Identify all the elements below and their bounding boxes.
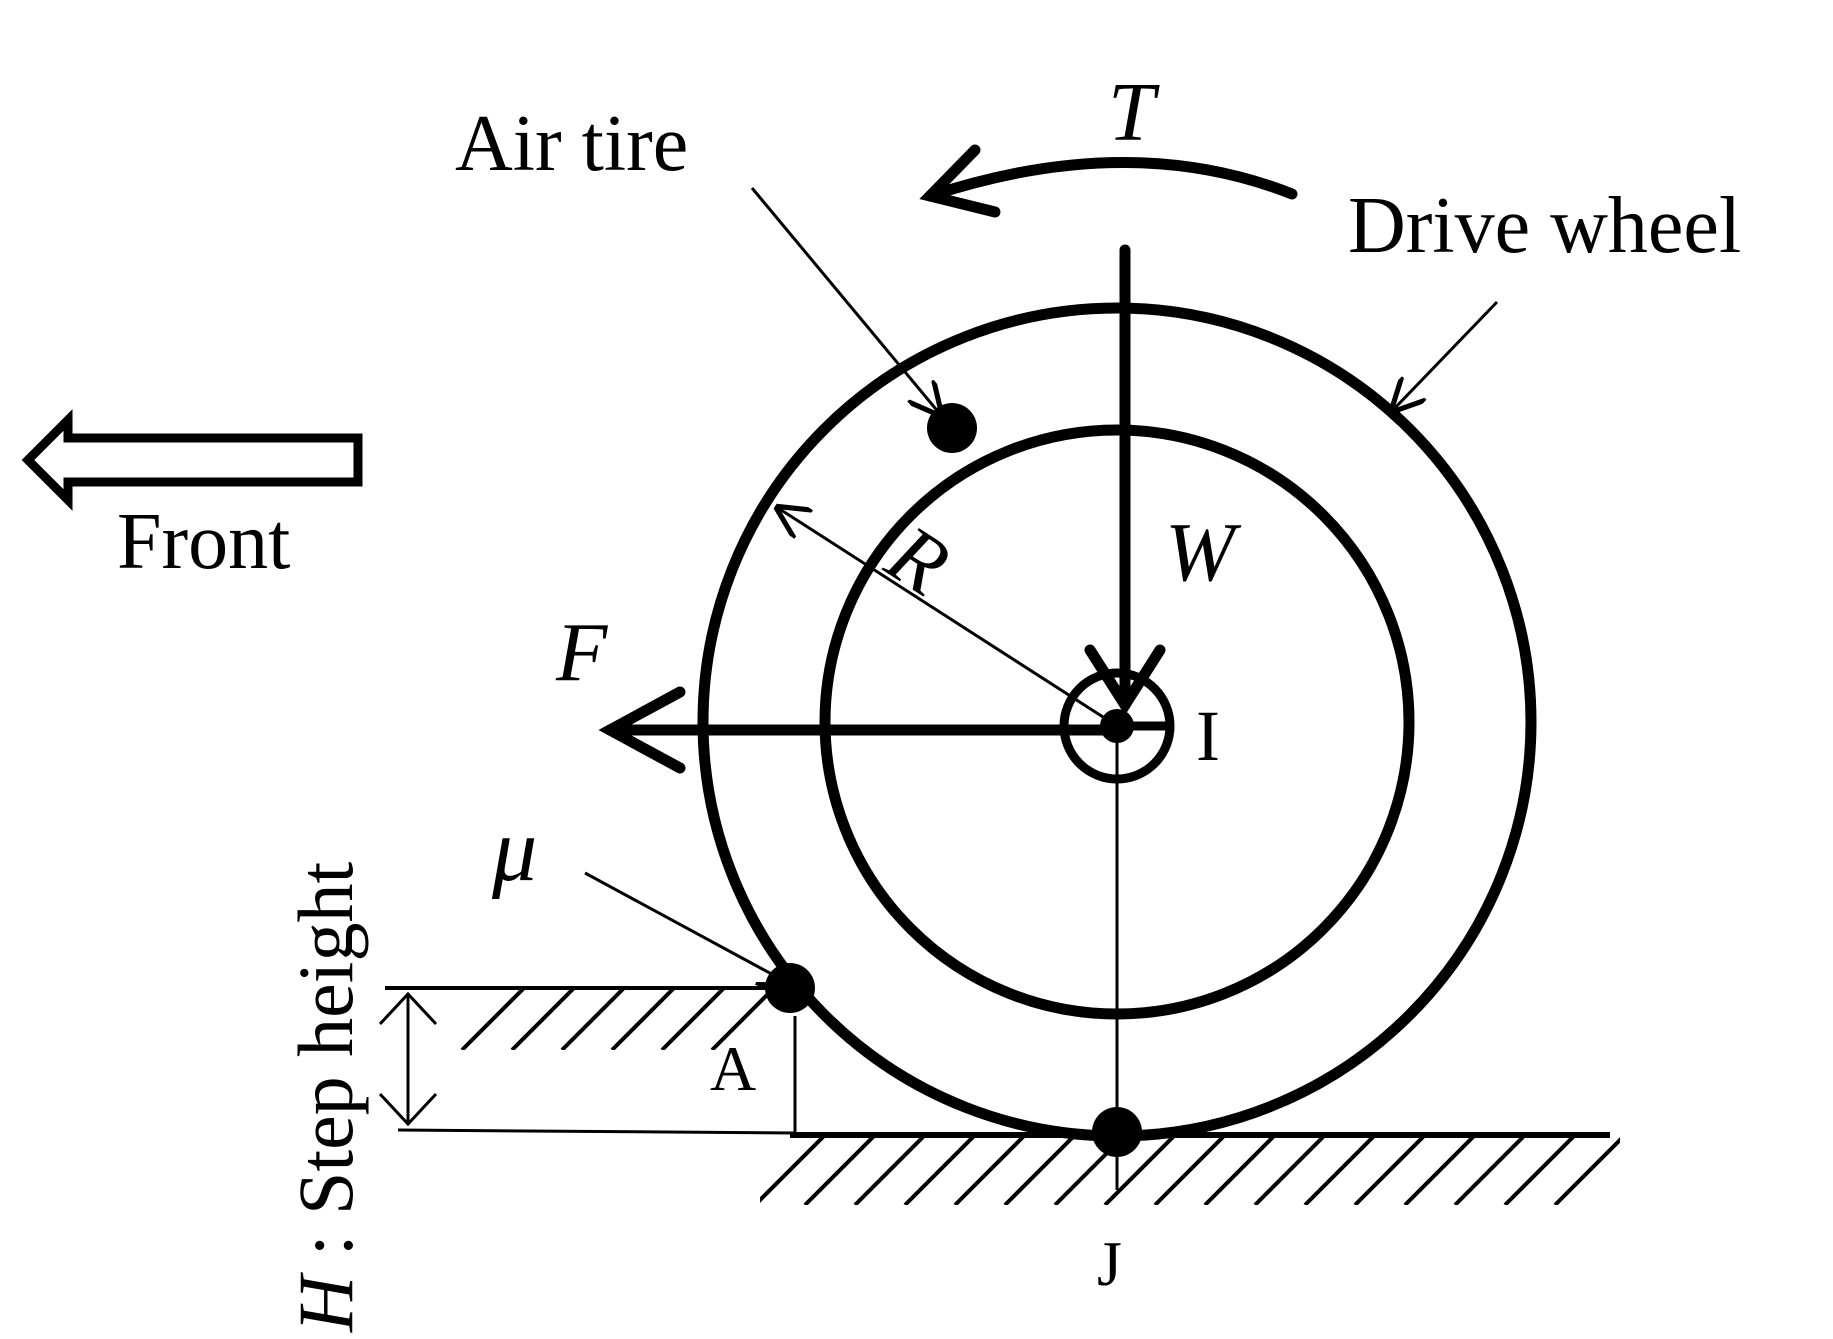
radius-label: R xyxy=(871,507,966,613)
contact-point-a xyxy=(765,963,815,1013)
air-tire-pointer xyxy=(750,187,940,414)
air-tire-point xyxy=(927,403,977,453)
radius-arrow xyxy=(778,508,1118,728)
front-direction-arrow xyxy=(21,409,363,511)
drive-wheel-pointer xyxy=(1393,300,1499,410)
force-label: F xyxy=(555,606,609,699)
weight-label: W xyxy=(1165,506,1242,599)
friction-label: μ xyxy=(491,801,537,900)
air-tire-label: Air tire xyxy=(455,100,688,188)
front-label: Front xyxy=(117,498,290,586)
step-height-symbol: H xyxy=(282,1272,369,1333)
force-arrow xyxy=(598,686,1123,774)
step-surface xyxy=(385,986,792,1050)
step-height-dimension xyxy=(378,991,797,1135)
weight-arrow xyxy=(1084,244,1166,716)
contact-point-j xyxy=(1092,1107,1142,1157)
torque-label: T xyxy=(1108,66,1160,159)
step-height-text: : Step height xyxy=(282,862,369,1276)
step-height-label: H : Step height xyxy=(282,862,369,1333)
point-j-label: J xyxy=(1097,1228,1122,1299)
ground xyxy=(760,1132,1620,1205)
drive-wheel-label: Drive wheel xyxy=(1348,182,1741,270)
torque-arrow xyxy=(919,144,1298,218)
point-a-label: A xyxy=(710,1033,756,1104)
hub xyxy=(1059,668,1175,784)
center-label: I xyxy=(1196,696,1220,776)
friction-pointer xyxy=(584,871,790,984)
